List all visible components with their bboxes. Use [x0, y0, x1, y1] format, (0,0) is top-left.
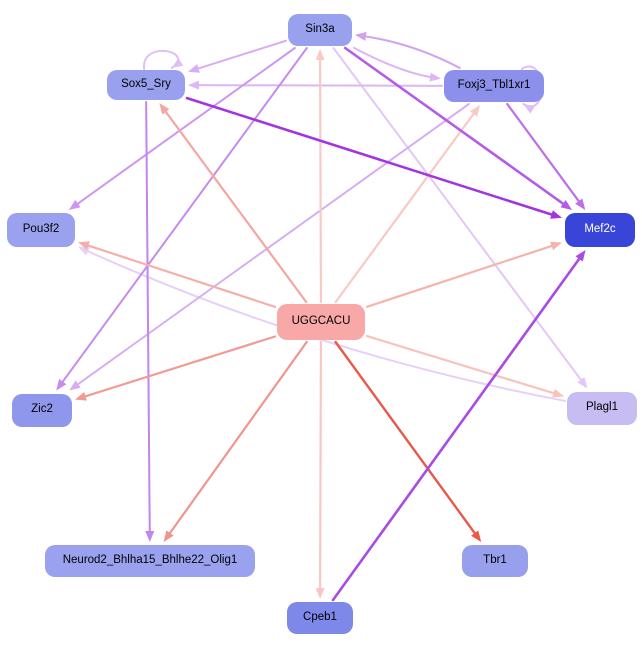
edge-line [318, 340, 323, 595]
edge-line [72, 47, 296, 208]
node-sin3a[interactable]: Sin3a [288, 14, 352, 46]
edge-arrowhead [550, 241, 562, 251]
edge-arrowhead [315, 49, 325, 61]
edge-line [185, 96, 558, 218]
edge-arrowhead [145, 530, 155, 542]
edge-line [334, 108, 478, 304]
edge-line [79, 335, 277, 399]
node-plagl1[interactable]: Plagl1 [567, 391, 637, 425]
node-mef2c[interactable]: Mef2c [565, 213, 635, 247]
edge-arrowhead [550, 210, 562, 219]
node-cpeb1[interactable]: Cpeb1 [287, 602, 353, 634]
edge-line [73, 103, 470, 389]
edge-line [353, 46, 437, 79]
edge-arrowhead [163, 530, 174, 542]
edge-line [82, 242, 277, 308]
edge-arrowhead [471, 530, 482, 542]
edge-line [318, 53, 323, 304]
edge-line [332, 47, 585, 385]
edge-arrowhead [68, 199, 81, 210]
edge-line [506, 102, 583, 207]
edge-arrowhead [560, 199, 572, 210]
edge-arrowhead [552, 388, 564, 398]
edge-arrowhead [315, 587, 325, 599]
edge-line [343, 46, 569, 208]
edge-arrowhead [577, 376, 588, 389]
node-sox5-sry[interactable]: Sox5_Sry [107, 70, 185, 100]
edge-arrowhead [469, 105, 481, 117]
edge-line [193, 84, 443, 87]
edge-line [58, 47, 308, 387]
edge-line [165, 340, 308, 539]
edge-line [331, 253, 584, 602]
node-foxj3-tbl1xr1[interactable]: Foxj3_Tbl1xr1 [444, 70, 544, 102]
edge-arrowhead [69, 380, 81, 391]
edge-line [192, 39, 287, 71]
edge-line [359, 34, 461, 69]
node-uggcacu-motif[interactable]: UGGCACU [277, 304, 365, 340]
edge-arrowhead [171, 58, 184, 68]
edge-line [365, 334, 560, 396]
node-pou3f2[interactable]: Pou3f2 [7, 213, 75, 247]
edge-arrowhead [75, 391, 87, 401]
edge-arrowhead [575, 198, 586, 210]
edge-arrowhead [355, 31, 367, 41]
node-neurod2-bhlha15-bhlhe22-olig1[interactable]: Neurod2_Bhlha15_Bhlhe22_Olig1 [45, 545, 255, 577]
edge-arrowhead [56, 378, 67, 391]
edge-arrowhead [188, 64, 200, 73]
edge-arrowhead [429, 72, 441, 82]
edge-line [161, 106, 308, 304]
edge-line [334, 340, 479, 539]
edge-arrowhead [575, 250, 586, 262]
edge-arrowhead [78, 241, 90, 250]
node-tbr1[interactable]: Tbr1 [462, 545, 528, 577]
node-zic2[interactable]: Zic2 [12, 393, 72, 427]
edge-arrowhead [523, 104, 536, 114]
edge-line [145, 101, 151, 537]
edge-line [365, 243, 558, 308]
edge-arrowhead [188, 80, 200, 90]
edge-arrowhead [78, 246, 90, 256]
edge-arrowhead [159, 103, 170, 115]
